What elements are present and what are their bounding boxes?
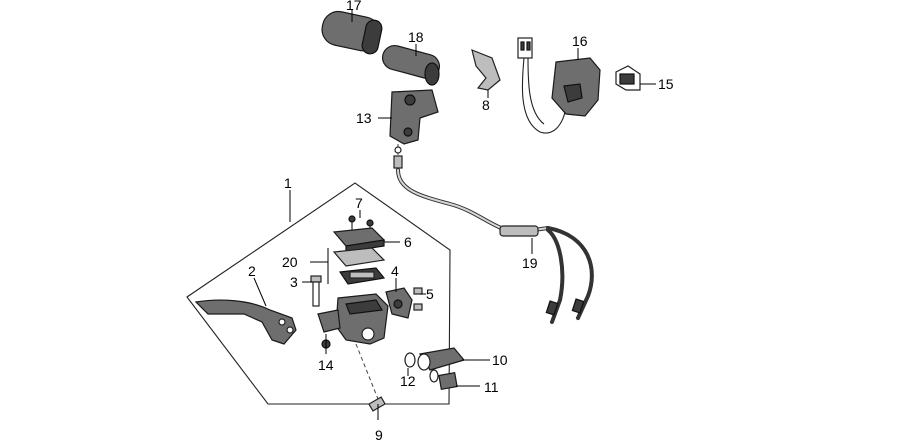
callout-1: 1: [284, 175, 292, 191]
callout-5: 5: [426, 286, 434, 302]
part-4-clamp: [385, 287, 413, 319]
part-6-reservoir-cap: [332, 227, 386, 253]
callout-8: 8: [482, 97, 490, 113]
part-17-left-grip: [321, 10, 383, 55]
callout-15: 15: [658, 76, 674, 92]
callout-13: 13: [356, 110, 372, 126]
callout-16: 16: [572, 33, 588, 49]
callout-4: 4: [391, 263, 399, 279]
part-2-brake-lever: [194, 299, 297, 345]
part-3-pivot-bolt: [310, 275, 322, 307]
callout-18: 18: [408, 29, 424, 45]
axis-to-switch: [355, 343, 381, 405]
callout-14: 14: [318, 357, 334, 373]
leader-2: [253, 277, 267, 307]
part-9-brake-switch: [368, 396, 386, 420]
callout-2: 2: [248, 263, 256, 279]
part-11-banjo-bolt: [429, 369, 458, 390]
master-cylinder-assembly-outline: [186, 182, 451, 405]
callout-10: 10: [492, 352, 508, 368]
master-cylinder-body: [317, 293, 389, 345]
callout-3: 3: [290, 274, 298, 290]
callout-6: 6: [404, 234, 412, 250]
callout-11: 11: [484, 379, 499, 395]
part-8-bracket: [471, 49, 501, 91]
callout-17: 17: [346, 0, 362, 13]
callout-12: 12: [400, 373, 416, 389]
part-12-washer: [404, 352, 416, 368]
part-5-clamp-screws: [413, 287, 423, 311]
callout-9: 9: [375, 427, 383, 441]
part-18-throttle-grip: [381, 45, 441, 86]
callout-19: 19: [522, 255, 538, 271]
part-10-banjo-fitting: [417, 347, 466, 371]
part-13-throttle-housing: [389, 89, 439, 145]
callout-20: 20: [282, 254, 298, 270]
part-20-diaphragm: [332, 247, 386, 285]
throttle-cable: [393, 144, 594, 324]
callout-7: 7: [355, 195, 363, 211]
part-16-switch-housing: [517, 37, 601, 134]
part-7-screws: [348, 215, 374, 234]
part-15-switch: [615, 65, 641, 91]
